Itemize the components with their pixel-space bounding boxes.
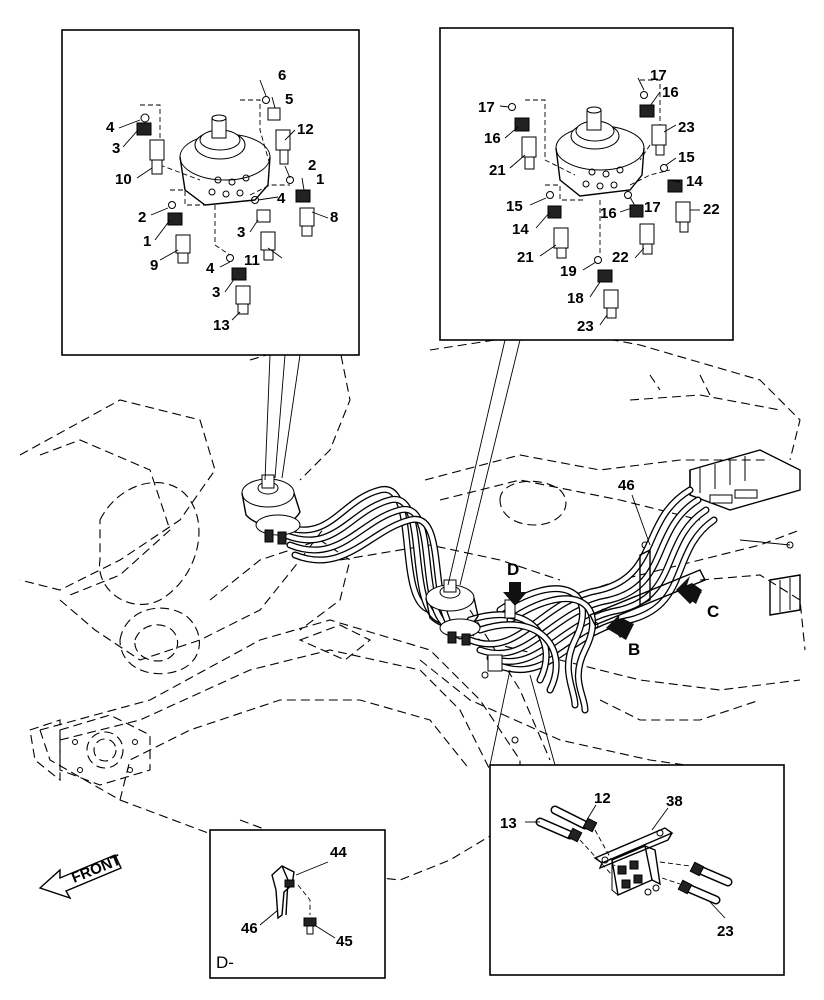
svg-text:18: 18 (567, 290, 584, 307)
svg-text:15: 15 (678, 149, 695, 166)
control-valve-block (689, 449, 801, 616)
svg-text:23: 23 (717, 923, 734, 940)
svg-text:4: 4 (206, 260, 215, 277)
main-callout-46: 46 (618, 477, 651, 546)
svg-text:38: 38 (666, 793, 683, 810)
svg-text:4: 4 (106, 119, 115, 136)
svg-text:11: 11 (244, 252, 260, 269)
svg-text:16: 16 (600, 205, 617, 222)
svg-text:2: 2 (138, 209, 146, 226)
svg-text:17: 17 (650, 67, 667, 84)
svg-text:21: 21 (517, 249, 534, 266)
inset-top-right: 17 16 17 16 23 21 15 14 15 17 22 14 16 2… (439, 27, 734, 341)
svg-text:16: 16 (662, 84, 679, 101)
svg-text:1: 1 (143, 233, 151, 250)
svg-text:17: 17 (644, 199, 661, 216)
svg-text:12: 12 (594, 790, 611, 807)
front-arrow: FRONT (38, 852, 123, 900)
svg-text:5: 5 (285, 91, 293, 108)
svg-text:23: 23 (678, 119, 695, 136)
svg-text:9: 9 (150, 257, 158, 274)
svg-text:1: 1 (316, 171, 324, 188)
svg-text:13: 13 (500, 815, 517, 832)
view-arrow-c-label: C (707, 602, 719, 621)
view-arrow-b: B (606, 614, 640, 659)
view-arrow-d: D (503, 560, 527, 606)
view-arrow-c: C (676, 576, 719, 621)
svg-text:10: 10 (115, 171, 132, 188)
inset-leaders (264, 339, 556, 766)
svg-text:3: 3 (237, 224, 245, 241)
inset-bottom-right: 12 38 13 23 (489, 764, 785, 976)
svg-text:44: 44 (330, 844, 347, 861)
svg-text:17: 17 (478, 99, 495, 116)
svg-text:4: 4 (277, 190, 286, 207)
svg-text:46: 46 (241, 920, 258, 937)
machine-frame-outline (19, 329, 806, 881)
svg-text:6: 6 (278, 67, 286, 84)
inset-detail-d: 44 46 45 D- (209, 829, 386, 979)
svg-text:8: 8 (330, 209, 338, 226)
svg-text:23: 23 (577, 318, 594, 335)
svg-text:15: 15 (506, 198, 523, 215)
svg-text:3: 3 (212, 284, 220, 301)
pilot-valve-left (241, 474, 301, 545)
svg-text:22: 22 (703, 201, 720, 218)
svg-text:45: 45 (336, 933, 353, 950)
view-arrow-d-label: D (507, 560, 519, 579)
svg-text:22: 22 (612, 249, 629, 266)
pilot-hoses (276, 486, 718, 714)
detail-d-view-label: D- (216, 953, 234, 972)
svg-text:46: 46 (618, 477, 635, 494)
svg-text:14: 14 (512, 221, 529, 238)
pilot-valve-right (425, 579, 516, 672)
inset-top-left: 6 5 4 3 12 10 2 1 2 4 1 8 3 11 9 4 3 13 (61, 29, 360, 356)
svg-text:21: 21 (489, 162, 506, 179)
svg-text:3: 3 (112, 140, 120, 157)
svg-text:16: 16 (484, 130, 501, 147)
view-arrow-b-label: B (628, 640, 640, 659)
front-label: FRONT (69, 852, 123, 887)
svg-text:19: 19 (560, 263, 577, 280)
svg-text:2: 2 (308, 157, 316, 174)
svg-text:13: 13 (213, 317, 230, 334)
svg-text:12: 12 (297, 121, 314, 138)
svg-text:14: 14 (686, 173, 703, 190)
